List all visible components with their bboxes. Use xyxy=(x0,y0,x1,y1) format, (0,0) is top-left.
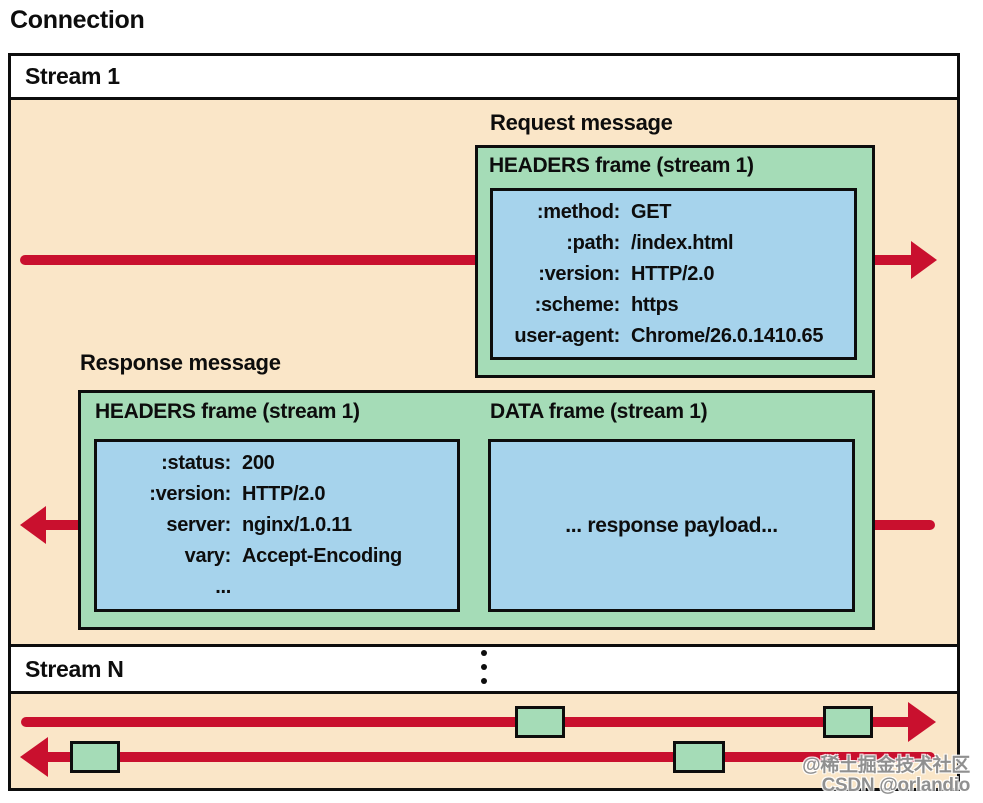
header-value: Accept-Encoding xyxy=(242,545,402,567)
header-key: :method: xyxy=(536,201,620,223)
dot xyxy=(481,678,487,684)
watermark-line2: CSDN @orlandio xyxy=(821,775,971,796)
header-row: :method: GET xyxy=(493,197,854,228)
header-row: :scheme: https xyxy=(493,290,854,321)
dot xyxy=(481,650,487,656)
stream1-label: Stream 1 xyxy=(25,63,120,89)
watermark-line1: @稀土掘金技术社区 xyxy=(802,755,970,776)
streamN-response-arrow-left-icon xyxy=(20,737,48,777)
response-headers-frame-title: HEADERS frame (stream 1) xyxy=(95,400,360,423)
header-value: HTTP/2.0 xyxy=(242,483,326,505)
header-key: :scheme: xyxy=(534,294,621,316)
response-frames: HEADERS frame (stream 1) :status: 200 :ver… xyxy=(78,390,875,630)
stream1-header: Stream 1 xyxy=(8,53,960,100)
header-key: :version: xyxy=(149,483,231,505)
response-arrow-left-icon xyxy=(20,506,46,544)
response-headers-box: :status: 200 :version: HTTP/2.0 server: nginx… xyxy=(94,439,460,612)
frame-chip xyxy=(823,706,873,738)
response-arrow-line xyxy=(875,520,935,530)
request-frame-title: HEADERS frame (stream 1) xyxy=(489,154,754,177)
header-row: :version: HTTP/2.0 xyxy=(493,259,854,290)
header-value: https xyxy=(631,294,679,316)
response-payload-box: ... response payload... xyxy=(488,439,855,612)
request-arrow-line xyxy=(20,255,477,265)
request-headers-box: :method: GET :path: /index.html :version: HTT… xyxy=(490,188,857,360)
header-value: /index.html xyxy=(631,232,734,254)
response-payload-text: ... response payload... xyxy=(565,513,778,537)
header-key: :version: xyxy=(538,263,620,285)
header-row: ... xyxy=(97,572,457,603)
frame-chip xyxy=(673,741,725,773)
header-value: HTTP/2.0 xyxy=(631,263,715,285)
header-key: vary: xyxy=(184,545,232,567)
header-key: :status: xyxy=(161,452,231,474)
header-key: user-agent: xyxy=(514,325,620,347)
streamN-label: Stream N xyxy=(25,655,124,682)
header-row: user-agent: Chrome/26.0.1410.65 xyxy=(493,321,854,352)
response-arrow-line xyxy=(44,520,80,530)
header-key: ... xyxy=(215,576,231,598)
header-value: GET xyxy=(631,201,672,223)
header-row: server: nginx/1.0.11 xyxy=(97,510,457,541)
header-key: server: xyxy=(166,514,231,536)
streamN-request-arrow-right-icon xyxy=(908,702,936,742)
dot xyxy=(481,664,487,670)
response-data-frame-title: DATA frame (stream 1) xyxy=(490,400,708,423)
response-message-label: Response message xyxy=(80,350,281,375)
frame-chip xyxy=(515,706,565,738)
request-arrow-line xyxy=(875,255,913,265)
header-row: :version: HTTP/2.0 xyxy=(97,479,457,510)
more-streams-ellipsis-icon xyxy=(481,650,487,684)
request-arrow-right-icon xyxy=(911,241,937,279)
header-value: 200 xyxy=(242,452,275,474)
frame-chip xyxy=(70,741,120,773)
header-key: :path: xyxy=(566,232,620,254)
streamN-request-arrow-line xyxy=(21,717,910,727)
header-row: vary: Accept-Encoding xyxy=(97,541,457,572)
streamN-response-arrow-line xyxy=(46,752,935,762)
watermark: @稀土掘金技术社区 CSDN @orlandio xyxy=(802,756,970,796)
request-headers-frame: HEADERS frame (stream 1) :method: GET :pat… xyxy=(475,145,875,378)
header-row: :path: /index.html xyxy=(493,228,854,259)
streamN-body xyxy=(8,694,960,791)
header-value: Chrome/26.0.1410.65 xyxy=(631,325,824,347)
header-value: nginx/1.0.11 xyxy=(242,514,352,536)
connection-label: Connection xyxy=(10,6,145,34)
header-row: :status: 200 xyxy=(97,448,457,479)
request-message-label: Request message xyxy=(490,110,673,135)
